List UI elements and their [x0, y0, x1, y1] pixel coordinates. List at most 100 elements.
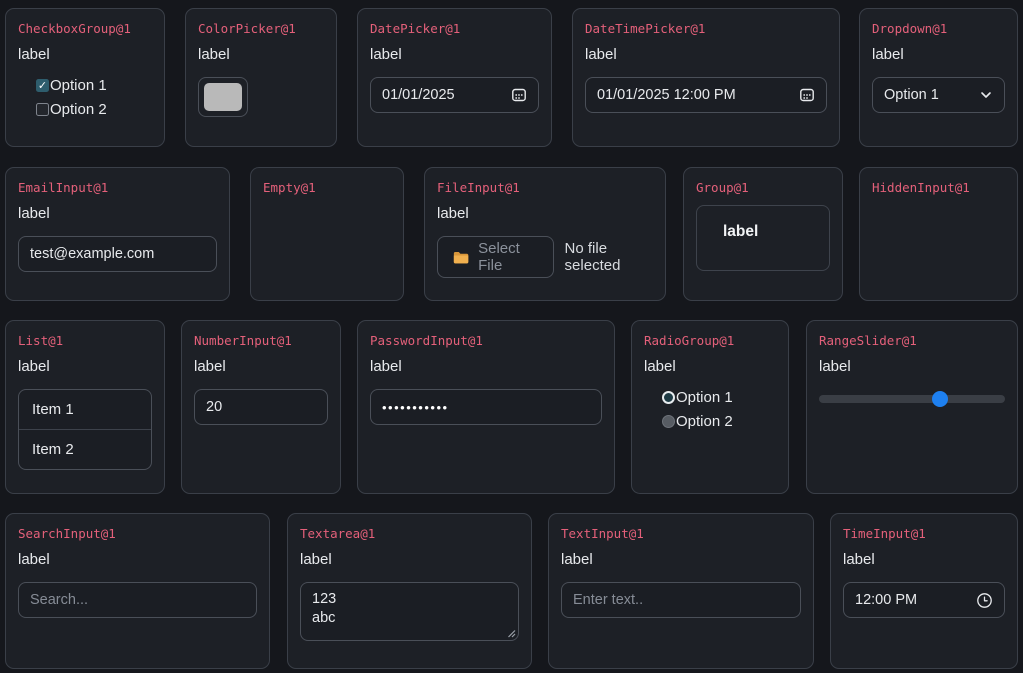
card-checkbox-group: CheckboxGroup@1 label ✓ Option 1 Option …: [5, 8, 165, 147]
color-picker-well[interactable]: [198, 77, 248, 117]
card-hidden-input: HiddenInput@1: [859, 167, 1018, 301]
folder-icon: [453, 251, 469, 263]
card-title: PasswordInput@1: [370, 333, 483, 348]
card-title: RadioGroup@1: [644, 333, 735, 348]
field-label: label: [843, 551, 875, 568]
checkbox-option-label: Option 2: [50, 101, 107, 118]
field-label: label: [194, 358, 226, 375]
field-label: label: [300, 551, 332, 568]
calendar-icon[interactable]: [799, 87, 815, 103]
card-title: DateTimePicker@1: [585, 21, 706, 36]
slider-thumb[interactable]: [931, 391, 948, 407]
group-container: label: [696, 205, 830, 271]
card-datetime-picker: DateTimePicker@1 label 01/01/2025 12:00 …: [572, 8, 840, 147]
card-title: Dropdown@1: [872, 21, 948, 36]
password-masked-value: •••••••••••: [382, 399, 449, 415]
radio-option-2[interactable]: Option 2: [662, 413, 776, 430]
file-status-text: No file selected: [564, 240, 621, 274]
radio-unselected[interactable]: [662, 415, 675, 428]
card-title: TextInput@1: [561, 526, 644, 541]
select-file-label: Select File: [478, 240, 520, 274]
card-file-input: FileInput@1 label Select File No file se…: [424, 167, 666, 301]
clock-icon[interactable]: [976, 592, 993, 609]
range-slider[interactable]: [819, 391, 1005, 407]
field-label: label: [644, 358, 676, 375]
card-title: EmailInput@1: [18, 180, 109, 195]
card-title: CheckboxGroup@1: [18, 21, 131, 36]
radio-option-label: Option 2: [676, 413, 733, 430]
radio-option-1[interactable]: Option 1: [662, 389, 776, 406]
card-group: Group@1 label: [683, 167, 843, 301]
radio-selected[interactable]: [662, 391, 675, 404]
card-title: List@1: [18, 333, 64, 348]
datetime-input[interactable]: 01/01/2025 12:00 PM: [585, 77, 827, 113]
card-color-picker: ColorPicker@1 label: [185, 8, 337, 147]
radio-option-label: Option 1: [676, 389, 733, 406]
date-value: 01/01/2025: [382, 87, 455, 103]
card-title: TimeInput@1: [843, 526, 926, 541]
field-label: label: [819, 358, 851, 375]
card-password-input: PasswordInput@1 label •••••••••••: [357, 320, 615, 494]
checkbox-option-label: Option 1: [50, 77, 107, 94]
color-swatch[interactable]: [204, 83, 242, 111]
field-label: label: [437, 205, 469, 222]
card-date-picker: DatePicker@1 label 01/01/2025: [357, 8, 552, 147]
field-label: label: [370, 358, 402, 375]
card-range-slider: RangeSlider@1 label: [806, 320, 1018, 494]
card-time-input: TimeInput@1 label 12:00 PM: [830, 513, 1018, 669]
card-title: HiddenInput@1: [872, 180, 970, 195]
card-title: NumberInput@1: [194, 333, 292, 348]
card-number-input: NumberInput@1 label: [181, 320, 341, 494]
card-title: SearchInput@1: [18, 526, 116, 541]
date-input[interactable]: 01/01/2025: [370, 77, 539, 113]
field-label: label: [872, 46, 904, 63]
checkbox-unchecked[interactable]: [36, 103, 49, 116]
chevron-down-icon: [981, 92, 991, 98]
time-input[interactable]: 12:00 PM: [843, 582, 1005, 618]
check-icon: ✓: [37, 79, 48, 92]
field-label: label: [198, 46, 230, 63]
card-email-input: EmailInput@1 label: [5, 167, 230, 301]
field-label: label: [370, 46, 402, 63]
list-container: Item 1 Item 2: [18, 389, 152, 470]
select-file-button[interactable]: Select File: [437, 236, 554, 278]
search-input[interactable]: [18, 582, 257, 618]
list-item[interactable]: Item 1: [32, 401, 74, 418]
card-title: RangeSlider@1: [819, 333, 917, 348]
card-textarea: Textarea@1 label 123 abc: [287, 513, 532, 669]
field-label: label: [585, 46, 617, 63]
datetime-value: 01/01/2025 12:00 PM: [597, 87, 736, 103]
card-dropdown: Dropdown@1 label Option 1: [859, 8, 1018, 147]
card-search-input: SearchInput@1 label: [5, 513, 270, 669]
card-title: ColorPicker@1: [198, 21, 296, 36]
calendar-icon[interactable]: [511, 87, 527, 103]
field-label: label: [18, 358, 50, 375]
card-title: Empty@1: [263, 180, 316, 195]
card-title: DatePicker@1: [370, 21, 461, 36]
time-value: 12:00 PM: [855, 592, 918, 608]
card-list: List@1 label Item 1 Item 2: [5, 320, 165, 494]
card-title: Textarea@1: [300, 526, 376, 541]
checkbox-option-1[interactable]: ✓ Option 1: [36, 77, 152, 94]
field-label: label: [18, 551, 50, 568]
email-field[interactable]: [18, 236, 217, 272]
number-field[interactable]: [194, 389, 328, 425]
dropdown-select[interactable]: Option 1: [872, 77, 1005, 113]
slider-track[interactable]: [819, 395, 1005, 403]
text-input[interactable]: [561, 582, 801, 618]
checkbox-checked[interactable]: ✓: [36, 79, 49, 92]
card-title: FileInput@1: [437, 180, 520, 195]
checkbox-option-2[interactable]: Option 2: [36, 101, 152, 118]
field-label: label: [561, 551, 593, 568]
textarea-field[interactable]: 123 abc: [300, 582, 519, 641]
card-text-input: TextInput@1 label: [548, 513, 814, 669]
card-empty: Empty@1: [250, 167, 404, 301]
group-label: label: [723, 223, 759, 240]
card-title: Group@1: [696, 180, 749, 195]
card-radio-group: RadioGroup@1 label Option 1 Option 2: [631, 320, 789, 494]
list-item[interactable]: Item 2: [19, 429, 151, 469]
field-label: label: [18, 46, 50, 63]
dropdown-selected-value: Option 1: [884, 87, 939, 103]
password-field[interactable]: •••••••••••: [370, 389, 602, 425]
